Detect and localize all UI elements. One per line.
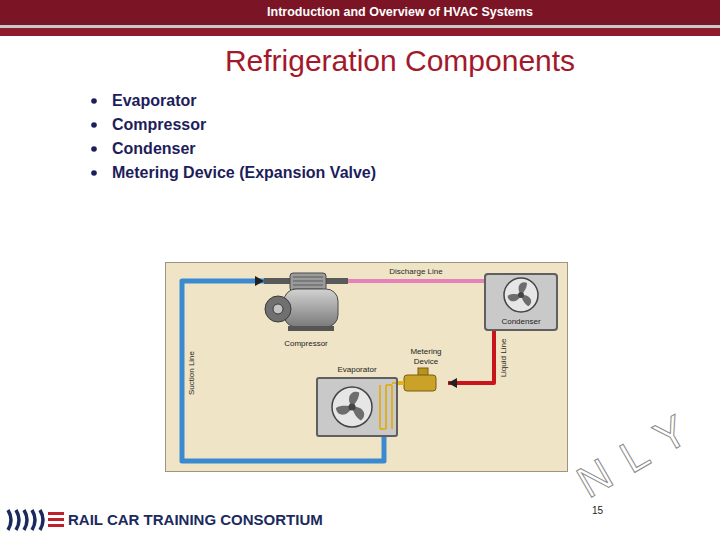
fan-blades — [507, 282, 533, 306]
line-label: Suction Line — [187, 351, 197, 395]
arrow-head — [448, 378, 457, 388]
slide-title: Refrigeration Components — [225, 44, 575, 78]
line-label: Discharge Line — [389, 267, 442, 277]
valve-body — [404, 375, 436, 391]
logo-stripe — [8, 510, 11, 530]
component-label: Compressor — [264, 339, 348, 349]
compressor-pulley — [265, 296, 291, 322]
bullet-dot — [91, 170, 97, 176]
logo-bar — [48, 524, 64, 527]
label-slot: Condenser — [112, 140, 196, 158]
refrigerant-line — [398, 381, 404, 385]
bullet-dot — [91, 122, 97, 128]
pipe-group — [182, 281, 494, 461]
label-slot: 15 — [592, 505, 603, 517]
line-label-slot: Suction Line — [187, 351, 197, 395]
label-slot: NLY — [568, 396, 711, 507]
component-label: Evaporator — [318, 365, 396, 375]
header-band — [0, 28, 720, 36]
illustration-panel: Compressor CondenserMetering DeviceEvapor… — [165, 262, 568, 472]
fan-hub — [518, 292, 524, 298]
evaporator-coil — [380, 383, 398, 429]
page-number: 15 — [592, 505, 603, 517]
compressor-base — [288, 326, 334, 331]
logo-stripe — [32, 510, 35, 530]
bullet-dot — [91, 146, 97, 152]
logo-bar — [48, 512, 64, 515]
refrigerant-line — [348, 279, 484, 283]
label-slot: Compressor — [112, 116, 206, 134]
fan-blade — [518, 293, 533, 307]
logo-bar — [48, 518, 64, 521]
component-label: Metering Device — [404, 347, 448, 367]
arrow-head — [255, 276, 264, 286]
bullet-item: Metering Device (Expansion Valve) — [112, 164, 376, 182]
refrigerant-line — [448, 331, 494, 383]
logo-stripe — [16, 510, 19, 530]
label-slot: Introduction and Overview of HVAC System… — [267, 5, 533, 20]
evaporator-picture — [316, 377, 398, 437]
evaporator-fill — [316, 377, 398, 437]
header-bar — [0, 0, 720, 25]
bullet-item: Compressor — [112, 116, 206, 134]
arrowhead-group — [255, 276, 457, 388]
compressor-unit: Compressor — [264, 269, 348, 349]
label-slot: Metering Device (Expansion Valve) — [112, 164, 376, 182]
condenser-fill — [484, 273, 558, 331]
bullet-dot — [91, 98, 97, 104]
fan-blades — [335, 392, 367, 421]
fan-hub — [348, 403, 355, 410]
valve-picture — [404, 368, 436, 391]
header-stripe — [0, 25, 720, 28]
compressor-picture — [264, 273, 348, 331]
logo-stripe — [24, 510, 27, 530]
line-label-slot: Liquid Line — [499, 339, 509, 378]
fan-ring — [332, 387, 372, 427]
label-slot: Evaporator — [112, 92, 196, 110]
evaporator-box: Evaporator — [316, 377, 398, 437]
metering-device: Metering Device — [404, 347, 448, 395]
pulley-hub — [273, 304, 283, 314]
condenser-box: Condenser — [484, 273, 558, 331]
bullet-item: Condenser — [112, 140, 196, 158]
watermark: NLY — [568, 396, 711, 507]
compressor-head — [290, 273, 326, 291]
bullet-item: Evaporator — [112, 92, 196, 110]
label-slot: RAIL CAR TRAINING CONSORTIUM — [68, 511, 323, 529]
bullet-dots — [91, 98, 97, 176]
component-label: Condenser — [486, 317, 556, 327]
compressor-body — [284, 289, 338, 327]
header-text: Introduction and Overview of HVAC System… — [267, 5, 533, 20]
cooling-fins — [293, 277, 323, 289]
line-label-slot: Discharge Line — [389, 267, 442, 277]
line-label: Liquid Line — [499, 339, 509, 378]
condenser-picture — [484, 273, 558, 331]
logo-mark — [8, 510, 64, 530]
logo-text: RAIL CAR TRAINING CONSORTIUM — [68, 511, 323, 529]
fan-ring — [504, 278, 538, 312]
title-slot: Refrigeration Components — [225, 44, 575, 78]
logo-stripe — [40, 510, 43, 530]
